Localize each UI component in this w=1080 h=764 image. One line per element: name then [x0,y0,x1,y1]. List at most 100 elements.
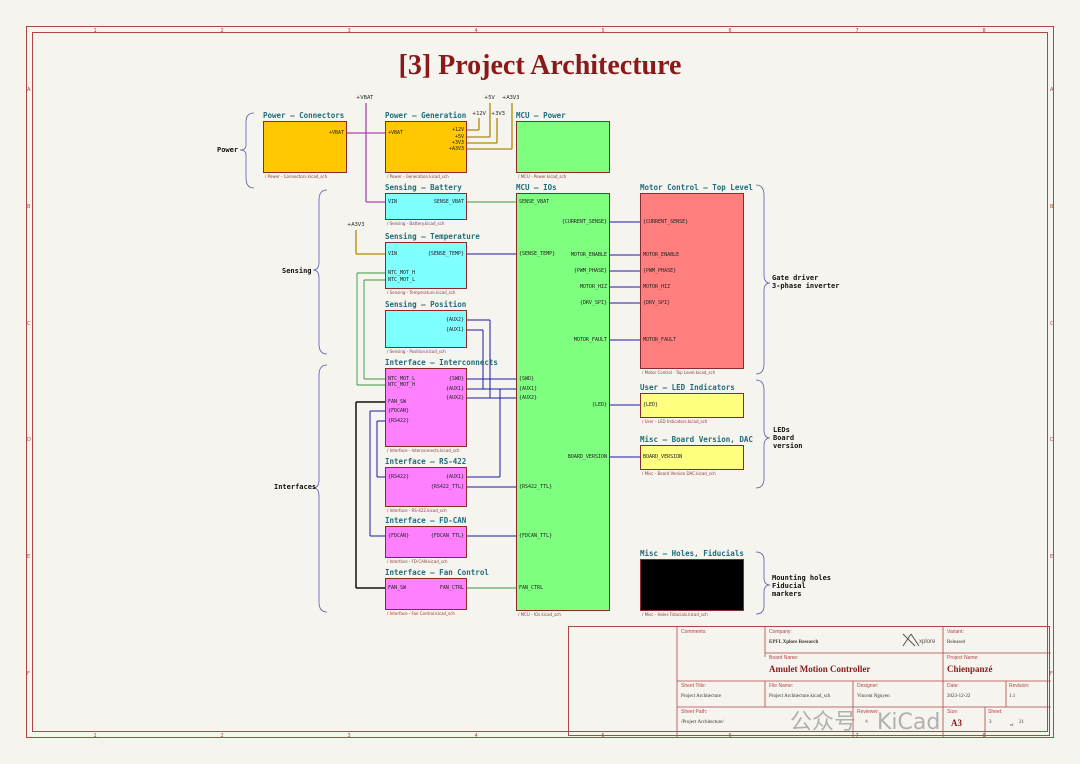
sheet-mcu-ios[interactable] [516,193,610,611]
sheet-pin[interactable]: {LED} [591,402,607,408]
sheet-pin[interactable]: SENSE_VBAT [519,199,550,205]
frame-row-label: E [27,554,31,560]
sheet-file-name: / Interface - FD-CAN.kicad_sch [387,559,448,564]
sheet-pin[interactable]: {RS422} [388,474,410,480]
sheet-title: Sensing – Battery [385,183,462,192]
sheet-file-name: / Sensing - Temperature.kicad_sch [387,290,456,295]
sheet-power-generation[interactable] [385,121,467,173]
group-label-sensing: Sensing [282,267,312,275]
sheet-pin[interactable]: MOTOR_HIZ [643,284,671,290]
sheet-pin[interactable]: MOTOR_FAULT [643,337,677,343]
frame-column-label: 2 [220,28,224,34]
sheet-pin[interactable]: {FDCAN_TTL} [519,533,553,539]
sheet-interface-interconnects[interactable] [385,368,467,447]
sheet-pin[interactable]: FAN_CTRL [439,585,464,591]
sheet-sensing-position[interactable] [385,310,467,348]
sheet-title: MCU – IOs [516,183,557,192]
power-symbol-3v3: +3V3 [491,111,505,117]
sheet-pin[interactable]: VIN [388,199,398,205]
sheet-pin[interactable]: FAN_SW [388,585,407,591]
sheet-pin[interactable]: {FDCAN_TTL} [430,533,464,539]
sheet-pin[interactable]: {CURRENT_SENSE} [643,219,689,225]
sheet-power-connectors[interactable] [263,121,347,173]
sheet-pin[interactable]: {DRV_SPI} [643,300,671,306]
sheet-pin[interactable]: FAN_CTRL [519,585,544,591]
sheet-pin[interactable]: {SENSE_TEMP} [519,251,556,257]
sheet-pin[interactable]: +VBAT [388,130,404,136]
sheet-user-led[interactable] [640,393,744,418]
sheet-mcu-power[interactable] [516,121,610,173]
sheet-pin[interactable]: SENSE_VBAT [433,199,464,205]
sheet-title: Interface – Interconnects [385,358,498,367]
sheet-pin[interactable]: NTC_MOT_L [388,376,416,382]
sheet-misc-holes[interactable] [640,559,744,611]
sheet-pin[interactable]: NTC_MOT_L [388,277,416,283]
frame-column-label: 8 [982,733,986,739]
sheet-interface-fdcan[interactable] [385,526,467,558]
sheet-pin[interactable]: +VBAT [328,130,344,136]
tb-project-name-label: Project Name: [947,655,979,661]
sheet-motor-control[interactable] [640,193,744,369]
sheet-pin[interactable]: {AUX2} [445,395,464,401]
sheet-pin[interactable]: +12V [451,127,464,133]
frame-column-label: 8 [982,28,986,34]
sheet-pin[interactable]: {PWM_PHASE} [573,268,607,274]
sheet-pin[interactable]: {FDCAN} [388,533,410,539]
sheet-pin[interactable]: NTC_MOT_H [388,382,416,388]
sheet-pin[interactable]: {LED} [643,402,659,408]
tb-file-name: Project Architecture.kicad_sch [769,694,831,699]
sheet-title: User – LED Indicators [640,383,735,392]
sheet-sensing-temperature[interactable] [385,242,467,289]
sheet-pin[interactable]: +3V3 [451,140,464,146]
sheet-pin[interactable]: {AUX2} [519,395,538,401]
sheet-pin[interactable]: +A3V3 [448,146,464,152]
sheet-pin[interactable]: {PWM_PHASE} [643,268,677,274]
sheet-pin[interactable]: MOTOR_HIZ [579,284,607,290]
sheet-pin[interactable]: {AUX2} [445,317,464,323]
sheet-pin[interactable]: MOTOR_ENABLE [570,252,607,258]
sheet-pin[interactable]: MOTOR_FAULT [573,337,607,343]
sheet-title: Misc – Holes, Fiducials [640,549,744,558]
tb-sheet-path-label: Sheet Path: [681,709,708,715]
tb-company-label: Company: [769,629,792,635]
sheet-title: Power – Generation [385,111,467,120]
sheet-file-name: / Power - Connectors.kicad_sch [265,174,328,179]
sheet-pin[interactable]: {CURRENT_SENSE} [561,219,607,225]
sheet-pin[interactable]: {DRV_SPI} [579,300,607,306]
sheet-pin[interactable]: VIN [388,251,398,257]
frame-column-label: 5 [601,28,605,34]
sheet-pin[interactable]: BOARD_VERSION [643,454,683,460]
tb-designer-label: Designer: [857,683,879,689]
sheet-frame-outer [26,26,1054,738]
frame-column-label: 5 [601,733,605,739]
sheet-misc-board[interactable] [640,445,744,470]
sheet-pin[interactable]: {AUX1} [445,327,464,333]
sheet-interface-fan[interactable] [385,578,467,610]
sheet-pin[interactable]: {RS422_TTL} [430,484,464,490]
tb-board-name: Amulet Motion Controller [769,664,871,674]
sheet-pin[interactable]: FAN_SW [388,399,407,405]
sheet-pin[interactable]: {SENSE_TEMP} [427,251,464,257]
sheet-file-name: / MCU - IOs.kicad_sch [518,612,561,617]
sheet-pin[interactable]: {SWD} [519,376,535,382]
sheet-pin[interactable]: BOARD_VERSION [567,454,607,460]
frame-column-label: 1 [93,733,97,739]
tb-company: EPFL Xplore Research [769,640,819,645]
sheet-pin[interactable]: {RS422_TTL} [519,484,553,490]
sheet-pin[interactable]: {RS422} [388,418,410,424]
frame-column-label: 4 [474,28,478,34]
sheet-pin[interactable]: NTC_MOT_H [388,270,416,276]
sheet-interface-rs422[interactable] [385,467,467,507]
sheet-pin[interactable]: {AUX1} [445,474,464,480]
sheet-sensing-battery[interactable] [385,193,467,220]
sheet-pin[interactable]: +5V [454,134,464,140]
sheet-title: Motor Control – Top Level [640,183,753,192]
sheet-pin[interactable]: {AUX1} [445,386,464,392]
sheet-pin[interactable]: {FDCAN} [388,408,410,414]
sheet-title: Interface – RS-422 [385,457,467,466]
frame-row-label: F [1050,670,1053,677]
sheet-pin[interactable]: {AUX1} [519,386,538,392]
sheet-pin[interactable]: {SWD} [448,376,464,382]
sheet-pin[interactable]: MOTOR_ENABLE [643,252,680,258]
